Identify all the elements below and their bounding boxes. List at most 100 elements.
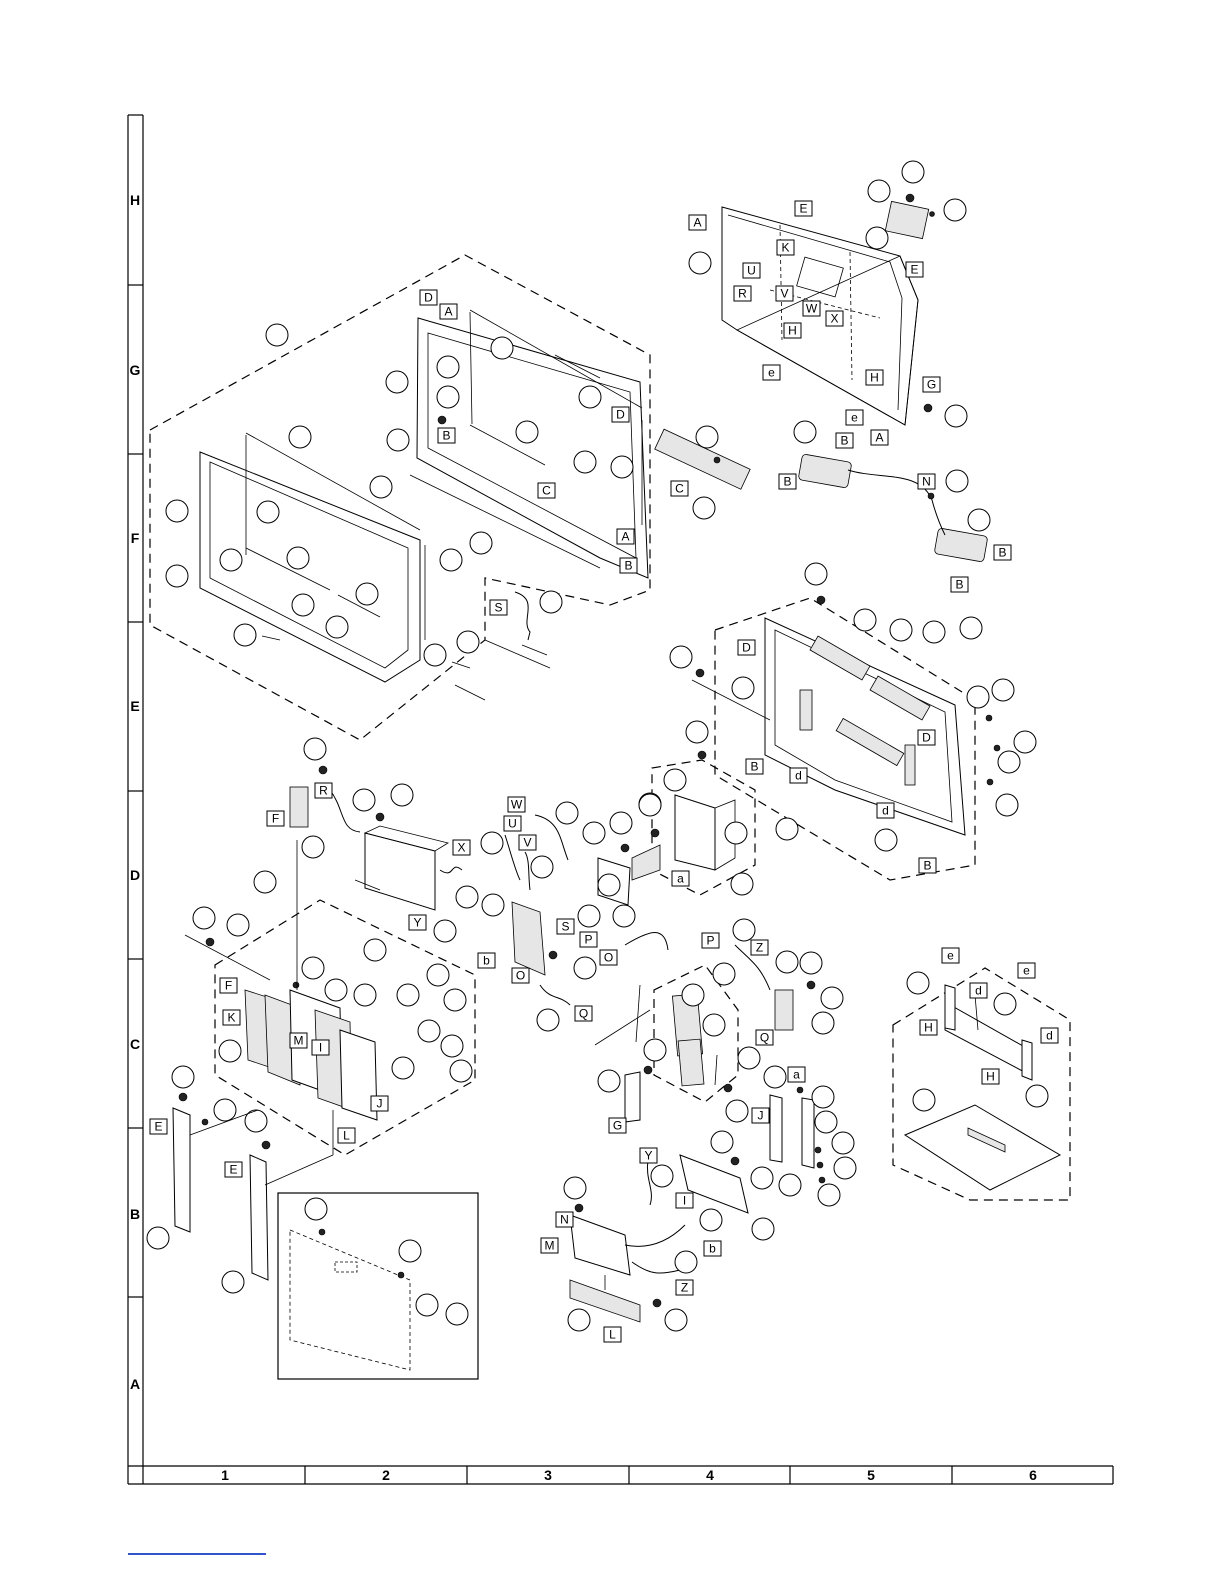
svg-text:F: F	[225, 979, 232, 993]
grid-frame	[128, 115, 1113, 1484]
svg-text:C: C	[542, 484, 551, 498]
svg-text:V: V	[780, 287, 788, 301]
col-label-3: 3	[544, 1467, 552, 1483]
svg-text:e: e	[768, 366, 775, 380]
row-label-e: E	[130, 698, 139, 714]
stand-group: e e d H d H	[893, 948, 1070, 1200]
svg-text:I: I	[319, 1041, 322, 1055]
svg-text:M: M	[545, 1239, 555, 1253]
speaker-bracket: C	[655, 426, 750, 519]
svg-text:U: U	[747, 264, 756, 278]
svg-text:L: L	[609, 1328, 616, 1342]
svg-text:Y: Y	[644, 1149, 652, 1163]
svg-text:d: d	[1046, 1029, 1053, 1043]
svg-text:B: B	[840, 434, 848, 448]
svg-text:X: X	[457, 841, 465, 855]
svg-text:B: B	[998, 546, 1006, 560]
svg-text:W: W	[511, 798, 523, 812]
svg-text:Z: Z	[681, 1281, 688, 1295]
svg-text:d: d	[795, 769, 802, 783]
row-label-c: C	[130, 1036, 140, 1052]
svg-text:O: O	[516, 969, 525, 983]
svg-text:e: e	[947, 949, 954, 963]
svg-text:D: D	[616, 408, 625, 422]
row-label-b: B	[130, 1206, 140, 1222]
side-brackets: E E	[147, 1066, 270, 1293]
svg-text:A: A	[875, 431, 883, 445]
front-bezel-group: D A B D C A B	[150, 255, 650, 740]
col-label-5: 5	[867, 1467, 875, 1483]
svg-text:H: H	[924, 1021, 933, 1035]
svg-text:B: B	[923, 859, 931, 873]
col-label-2: 2	[382, 1467, 390, 1483]
col-label-1: 1	[221, 1467, 229, 1483]
svg-text:Q: Q	[760, 1031, 769, 1045]
svg-text:H: H	[986, 1070, 995, 1084]
svg-text:d: d	[975, 984, 982, 998]
row-label-g: G	[130, 362, 141, 378]
col-label-4: 4	[706, 1467, 714, 1483]
svg-text:A: A	[693, 216, 701, 230]
svg-text:Y: Y	[413, 916, 421, 930]
svg-text:Z: Z	[756, 941, 763, 955]
svg-text:U: U	[508, 817, 517, 831]
svg-text:a: a	[793, 1068, 800, 1082]
svg-text:e: e	[1023, 964, 1030, 978]
svg-text:V: V	[523, 836, 531, 850]
svg-text:a: a	[677, 872, 684, 886]
svg-text:A: A	[621, 530, 629, 544]
right-vertical-bracket	[751, 1086, 856, 1206]
svg-text:X: X	[830, 312, 838, 326]
svg-text:E: E	[799, 202, 807, 216]
svg-text:b: b	[483, 954, 490, 968]
row-label-a: A	[130, 1376, 140, 1392]
svg-text:H: H	[870, 371, 879, 385]
main-pwb-group: F K M I J L	[193, 900, 475, 1155]
svg-text:E: E	[910, 263, 918, 277]
row-labels: H G F E D C B A	[130, 192, 141, 1392]
lower-units: Y I N M b Z L	[541, 1131, 774, 1342]
row-label-h: H	[130, 192, 140, 208]
svg-text:S: S	[561, 920, 569, 934]
svg-text:K: K	[227, 1011, 235, 1025]
row-label-d: D	[130, 867, 140, 883]
svg-text:R: R	[738, 287, 747, 301]
svg-text:E: E	[229, 1163, 237, 1177]
svg-text:R: R	[319, 784, 328, 798]
svg-text:d: d	[882, 804, 889, 818]
svg-text:H: H	[788, 324, 797, 338]
svg-text:J: J	[758, 1109, 764, 1123]
svg-text:N: N	[560, 1213, 569, 1227]
svg-text:B: B	[783, 475, 791, 489]
svg-text:P: P	[706, 934, 714, 948]
svg-text:D: D	[424, 291, 433, 305]
svg-text:C: C	[675, 482, 684, 496]
tuner-unit: R F X Y	[254, 738, 478, 942]
svg-text:I: I	[683, 1194, 686, 1208]
svg-text:G: G	[613, 1119, 622, 1133]
svg-text:B: B	[624, 559, 632, 573]
svg-text:A: A	[444, 305, 452, 319]
svg-text:P: P	[584, 933, 592, 947]
svg-text:S: S	[494, 601, 502, 615]
svg-text:B: B	[442, 429, 450, 443]
svg-text:O: O	[604, 951, 613, 965]
svg-text:L: L	[343, 1129, 350, 1143]
svg-text:Q: Q	[579, 1007, 588, 1021]
inset-detail	[278, 1193, 478, 1379]
svg-text:W: W	[806, 302, 818, 316]
svg-text:E: E	[154, 1120, 162, 1134]
svg-text:B: B	[750, 760, 758, 774]
row-label-f: F	[131, 530, 140, 546]
svg-text:J: J	[377, 1097, 383, 1111]
s-cable: S	[485, 591, 562, 668]
col-label-6: 6	[1029, 1467, 1037, 1483]
svg-text:G: G	[927, 378, 936, 392]
svg-text:B: B	[955, 578, 963, 592]
svg-text:b: b	[709, 1242, 716, 1256]
svg-text:K: K	[781, 241, 789, 255]
footer-link-underline[interactable]	[128, 1553, 266, 1555]
svg-text:D: D	[742, 641, 751, 655]
svg-text:e: e	[851, 411, 858, 425]
